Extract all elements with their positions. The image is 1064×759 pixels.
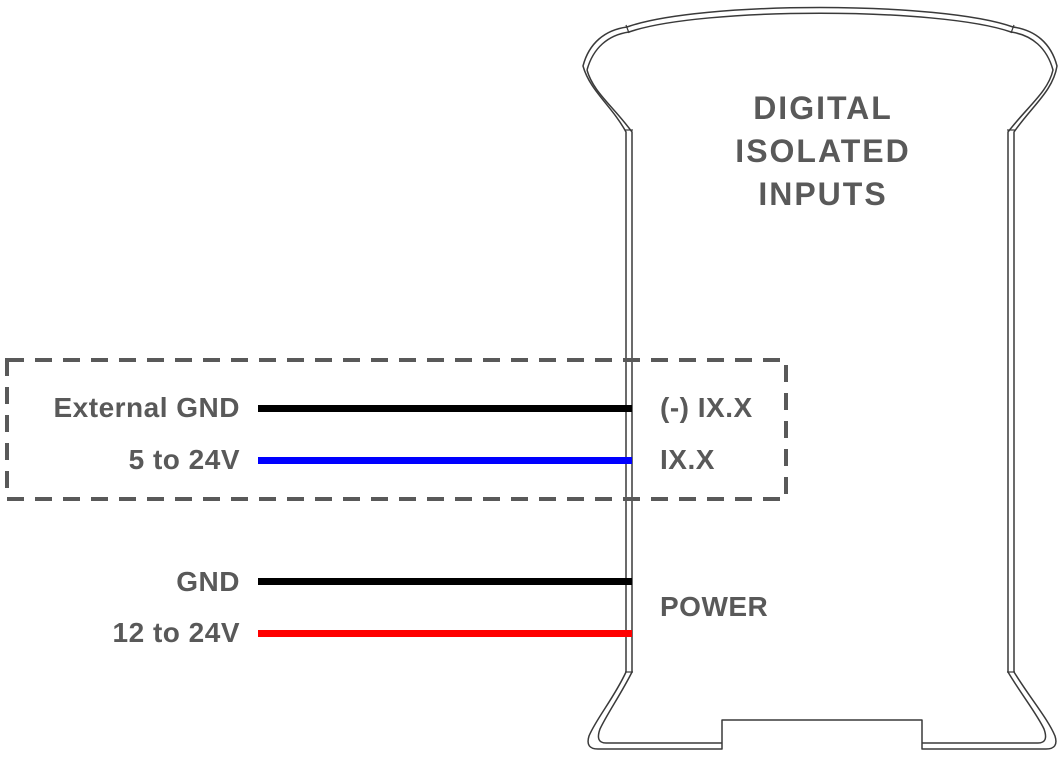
terminal-power-label: POWER [660, 591, 769, 622]
external-gnd-wire [258, 405, 632, 412]
device-outer-contour [582, 6, 1058, 750]
power-gnd-wire [258, 578, 632, 585]
input-signal-wire [258, 457, 632, 464]
external-gnd-label: External GND [53, 392, 240, 423]
terminal-neg-ixx-label: (-) IX.X [660, 392, 753, 423]
device-inner-contour [586, 12, 1054, 744]
device-title-line-3: INPUTS [758, 176, 888, 212]
din-module-outline [582, 6, 1058, 750]
device-title: DIGITAL ISOLATED INPUTS [643, 87, 1003, 216]
device-title-line-2: ISOLATED [735, 133, 911, 169]
power-voltage-label: 12 to 24V [112, 617, 240, 648]
power-gnd-label: GND [176, 566, 240, 597]
power-supply-wire [258, 630, 632, 637]
isolated-input-dashed-box [5, 358, 788, 501]
contour-joint-ticks [625, 24, 1015, 673]
input-voltage-label: 5 to 24V [128, 444, 240, 475]
device-title-line-1: DIGITAL [753, 90, 893, 126]
terminal-ixx-label: IX.X [660, 444, 715, 475]
